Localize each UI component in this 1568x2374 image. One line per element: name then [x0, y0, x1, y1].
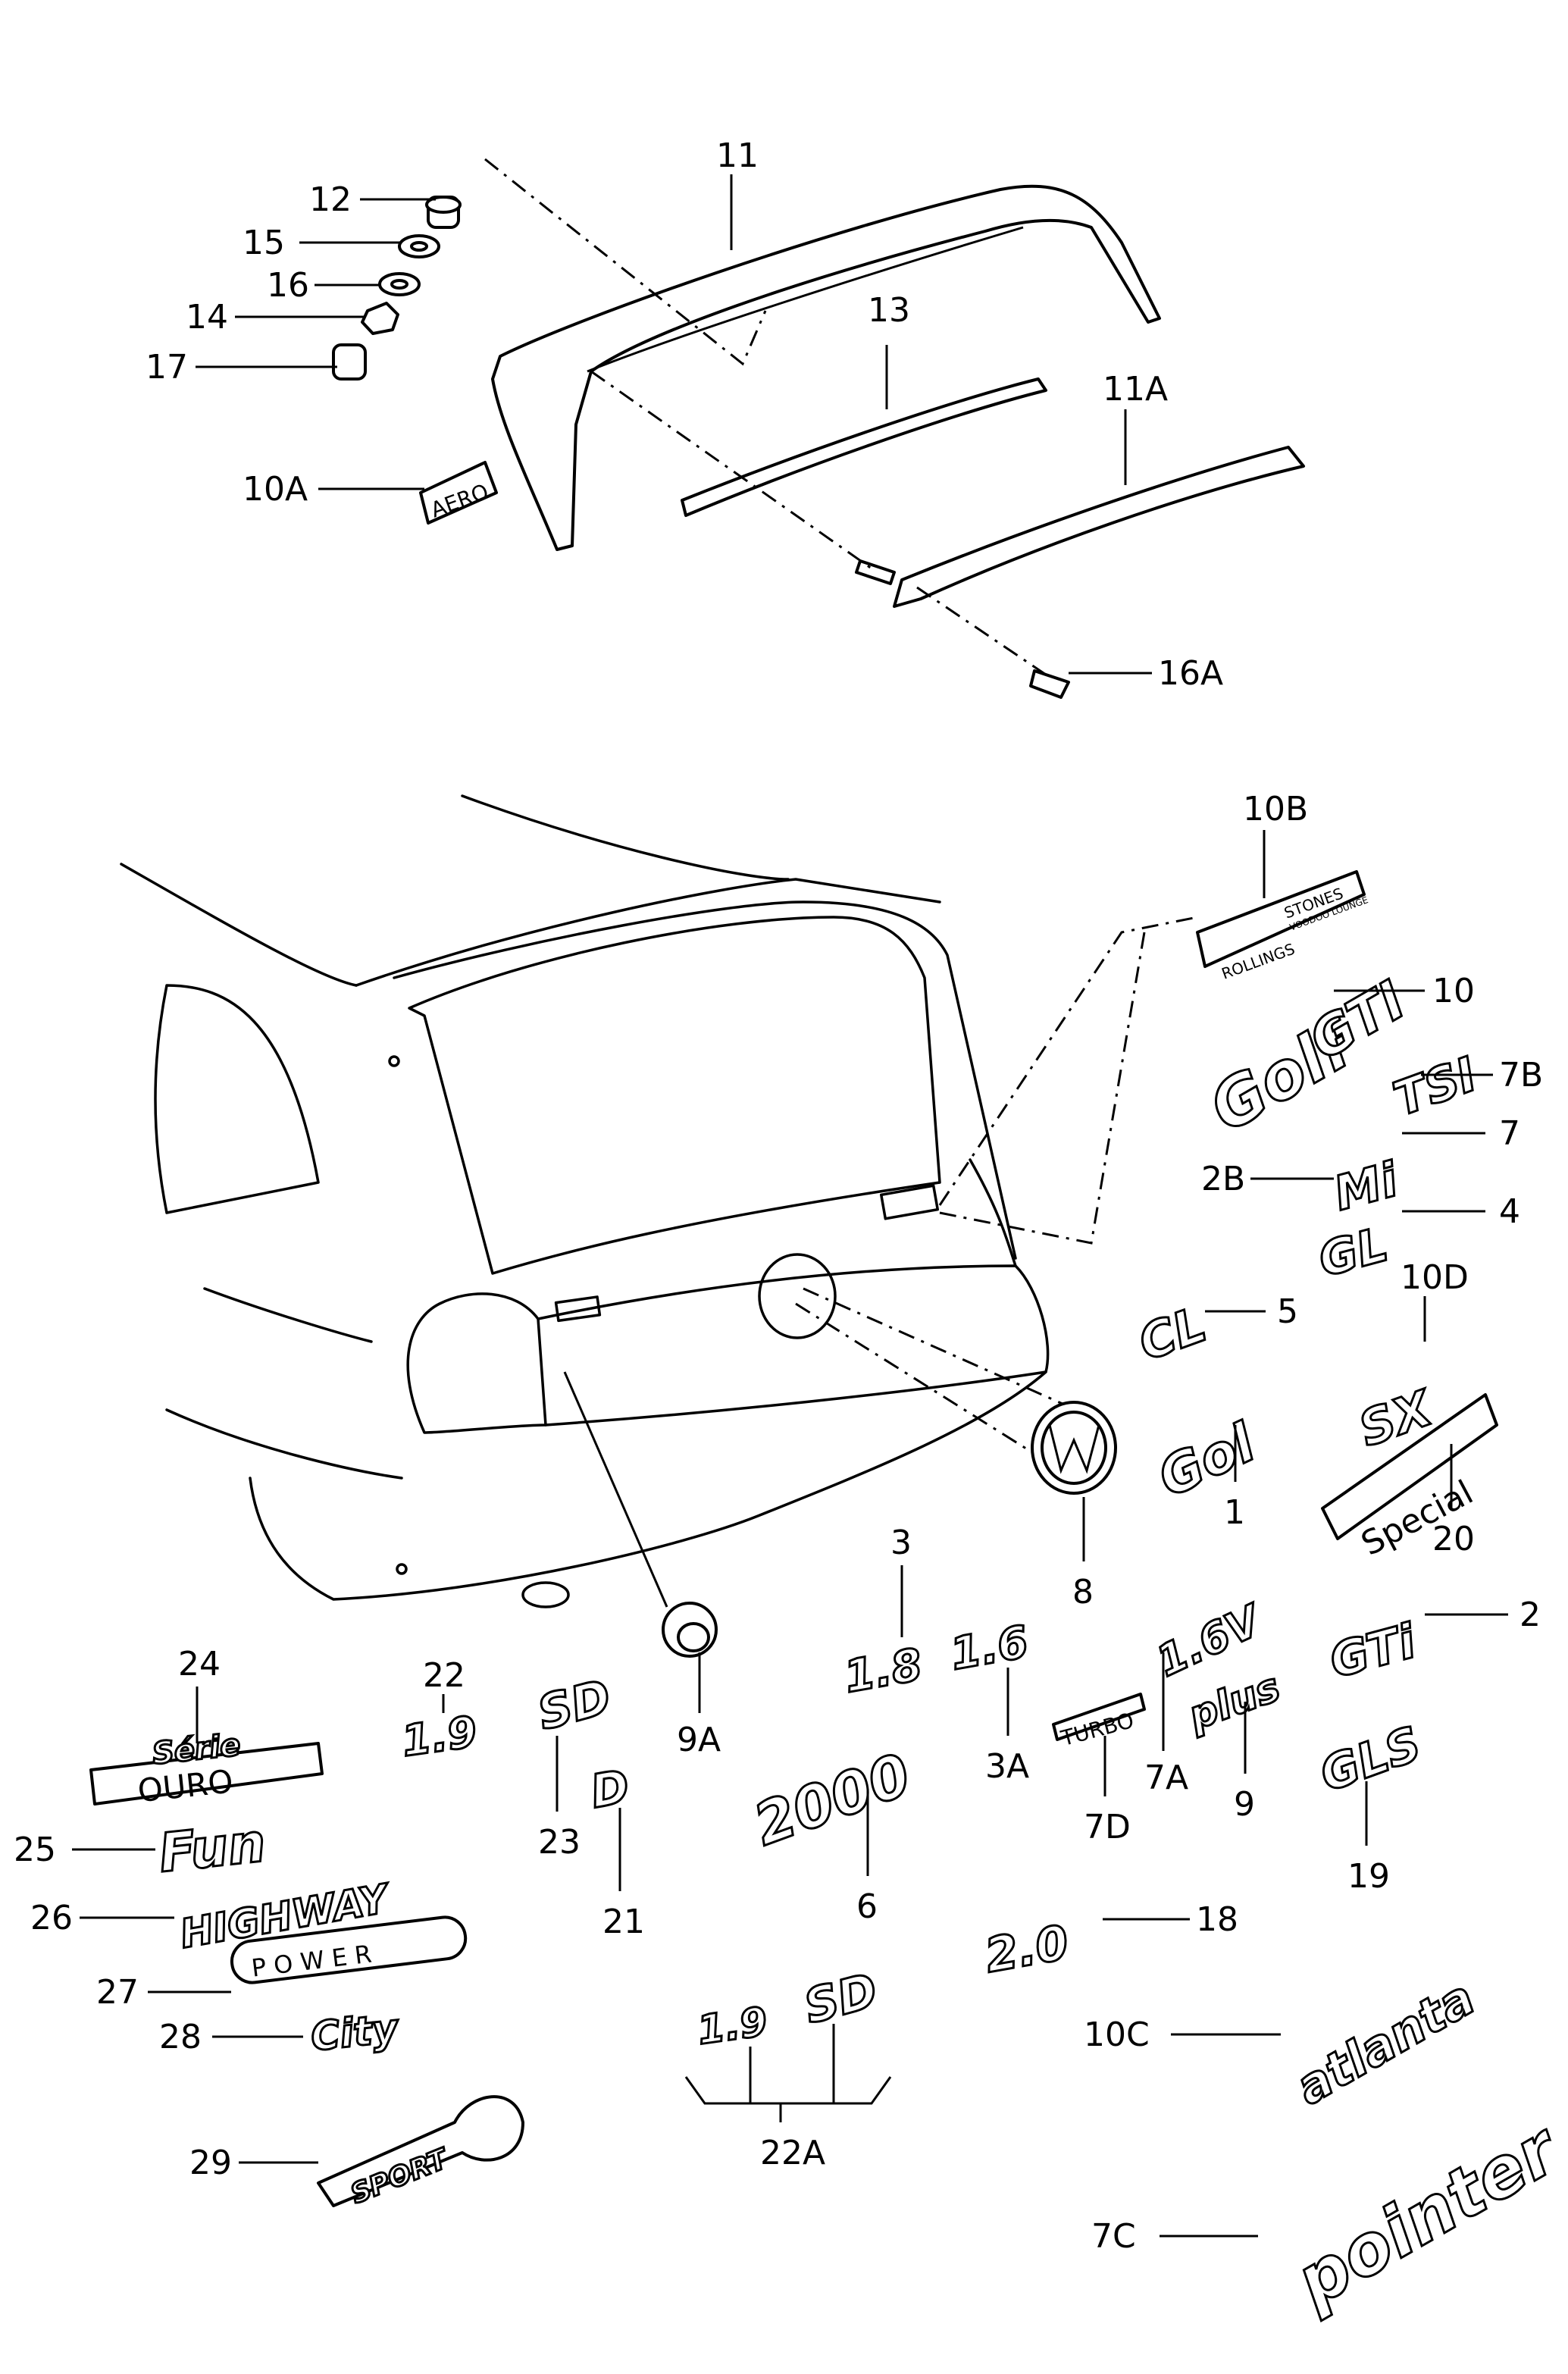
callout-10C: 10C	[1084, 2015, 1150, 2054]
gl-emblem: GL	[1313, 1217, 1393, 1288]
callout-20: 20	[1432, 1520, 1475, 1558]
spoiler-trim-strip	[893, 446, 1305, 608]
gls-emblem: GLS	[1313, 1715, 1428, 1802]
washer	[398, 234, 440, 258]
callout-14: 14	[186, 298, 228, 337]
callout-13: 13	[868, 291, 910, 330]
car-rear-outline	[120, 794, 1050, 1608]
screw-upper	[855, 559, 896, 585]
sdb-emblem: SD	[799, 1962, 884, 2034]
callout-7C: 7C	[1091, 2217, 1136, 2256]
sport-emblem: SPORT	[317, 2095, 524, 2211]
callout-labels: 11 12 15 16 14 17 13 11A 10A 16A 10B 10 …	[14, 136, 1543, 2256]
callout-9A: 9A	[677, 1721, 721, 1759]
callout-9: 9	[1234, 1785, 1255, 1824]
callout-1: 1	[1224, 1493, 1245, 1532]
callout-7D: 7D	[1084, 1808, 1131, 1846]
callout-21: 21	[602, 1903, 645, 1941]
e19b-emblem: 1.9	[695, 1999, 771, 2053]
e18-emblem: 1.8	[840, 1639, 926, 1703]
callout-8: 8	[1072, 1573, 1094, 1611]
gol-emblem: Gol	[1149, 1411, 1265, 1509]
callout-10D: 10D	[1401, 1258, 1469, 1297]
callout-26: 26	[30, 1899, 73, 1937]
plus-emblem: plus	[1182, 1665, 1286, 1740]
callout-23: 23	[538, 1823, 581, 1862]
sd-emblem: SD	[532, 1668, 617, 1740]
callout-3: 3	[890, 1524, 912, 1562]
callout-3A: 3A	[985, 1747, 1029, 1786]
callout-2: 2	[1519, 1596, 1541, 1634]
turbo-emblem: TURBO	[1052, 1693, 1146, 1751]
atlanta-emblem: atlanta	[1287, 1970, 1485, 2116]
callout-16A: 16A	[1158, 654, 1223, 693]
callout-24: 24	[178, 1645, 221, 1683]
callout-22: 22	[423, 1656, 465, 1695]
callout-15: 15	[243, 224, 285, 262]
tsi-emblem: TSI	[1386, 1046, 1483, 1126]
city-emblem: City	[308, 2006, 401, 2060]
serie-ouro-emblem: OURO Série	[89, 1727, 324, 1809]
e20-emblem: 2.0	[981, 1915, 1072, 1984]
callout-11: 11	[716, 136, 759, 175]
callout-25: 25	[14, 1831, 56, 1869]
hex-nut	[361, 302, 399, 335]
cl-emblem: CL	[1131, 1297, 1213, 1373]
callout-6: 6	[856, 1887, 878, 1926]
aero-emblem: AERO	[419, 461, 498, 525]
callout-16: 16	[267, 266, 309, 305]
callout-10: 10	[1432, 972, 1475, 1010]
callout-18: 18	[1196, 1900, 1238, 1939]
grommet	[425, 196, 462, 229]
sleeve	[332, 343, 367, 381]
power-emblem: P O W E R	[230, 1915, 468, 1984]
spoiler-seal-strip	[681, 377, 1047, 517]
callout-10A: 10A	[243, 470, 308, 509]
callout-11A: 11A	[1103, 370, 1168, 409]
callout-7: 7	[1499, 1114, 1520, 1153]
fun-emblem: Fun	[156, 1812, 269, 1884]
round-badge-9a	[662, 1602, 718, 1658]
e16-emblem: 1.6	[947, 1616, 1032, 1680]
callout-2B: 2B	[1201, 1160, 1245, 1198]
spacer-ring	[378, 272, 421, 296]
callout-22A: 22A	[760, 2134, 825, 2172]
callout-4: 4	[1499, 1192, 1520, 1231]
callout-5: 5	[1277, 1292, 1298, 1331]
callout-12: 12	[309, 180, 352, 219]
gti2-emblem: GTi	[1324, 1613, 1422, 1689]
vw-logo-emblem	[1031, 1401, 1117, 1495]
callout-17: 17	[146, 348, 188, 387]
pointer-emblem: pointer	[1282, 2106, 1568, 2322]
callout-27: 27	[96, 1973, 139, 2012]
rear-spoiler	[491, 184, 1161, 551]
d-emblem: D	[587, 1760, 633, 1819]
leader-lines	[72, 174, 1508, 2238]
callout-7A: 7A	[1144, 1759, 1188, 1797]
e2000-emblem: 2000	[746, 1740, 919, 1859]
callout-7B: 7B	[1499, 1056, 1543, 1095]
callout-10B: 10B	[1243, 790, 1308, 828]
mi-emblem: Mi	[1329, 1151, 1404, 1221]
screw-lower	[1029, 669, 1070, 699]
callout-28: 28	[159, 2018, 202, 2056]
e19-emblem: 1.9	[399, 1707, 480, 1766]
callout-29: 29	[189, 2144, 232, 2182]
callout-19: 19	[1347, 1857, 1390, 1896]
rolling-stones-emblem: ROLLINGS STONES VOODOO LOUNGE	[1196, 870, 1369, 983]
